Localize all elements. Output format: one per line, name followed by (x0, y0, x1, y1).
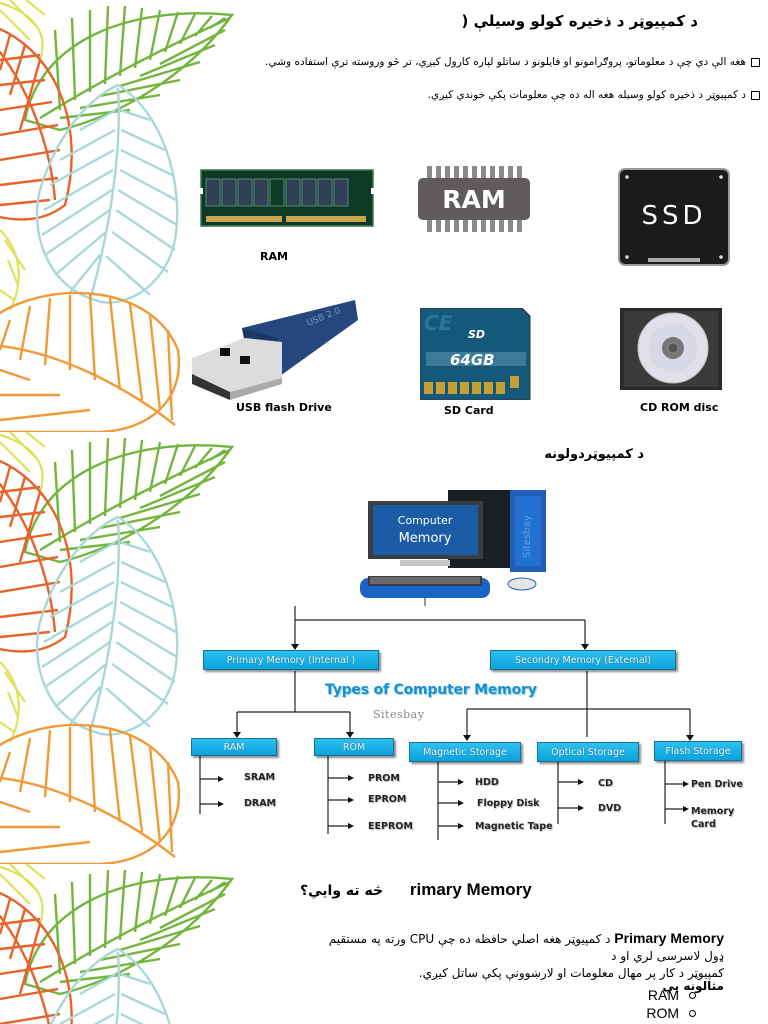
definition-line1: د کمپیوټر هغه اصلي حافظه ده چې CPU ورته … (328, 932, 724, 963)
diagram-item-pen-drive: Pen Drive (691, 779, 743, 790)
optical-storage-box: Optical Storage (537, 742, 639, 762)
diagram-item-dram: DRAM (244, 798, 277, 809)
page-memory-types: د کمپیوټردولونه Sitesbay Computer Memory (0, 432, 768, 864)
sd-card-caption: SD Card (444, 404, 494, 417)
memory-types-connectors (199, 606, 694, 840)
watermark: Sitesbay (373, 708, 425, 721)
secondary-memory-box: Secondry Memory (External) (490, 650, 676, 670)
example-item: RAM (648, 987, 696, 1003)
sd-brand: CE (424, 311, 453, 335)
examples-label: مثالونه یې (662, 979, 724, 993)
diagram-item-floppy-disk: Floppy Disk (477, 798, 540, 809)
flash-storage-box: Flash Storage (654, 741, 742, 761)
ram-box: RAM (191, 738, 277, 756)
circle-bullet-icon (689, 1009, 696, 1017)
diagram-item-memory-card: Memory Card (691, 806, 735, 830)
monitor-text-line2: Memory (399, 531, 452, 546)
cd-rom-caption: CD ROM disc (640, 401, 719, 414)
section-title: څه ته وايي؟ rimary Memory (300, 880, 532, 900)
diagram-item-prom: PROM (368, 773, 400, 784)
magnetic-storage-box: Magnetic Storage (409, 742, 521, 762)
sd-capacity: 64GB (450, 351, 495, 369)
ram-chip-image: RAM (418, 166, 530, 232)
tower-brand: Sitesbay (522, 515, 533, 558)
diagram-item-magnetic-tape: Magnetic Tape (475, 821, 553, 832)
diagram-item-cd: CD (598, 778, 613, 789)
diagram-item-dvd: DVD (598, 803, 622, 814)
primary-memory-definition: Primary Memory د کمپیوټر هغه اصلي حافظه … (324, 930, 724, 982)
sd-type: SD (468, 328, 485, 341)
ssd-label: SSD (641, 201, 706, 231)
primary-memory-box: Primary Memory (Internal ) (203, 650, 379, 670)
bullet-item: هغه الې دي چې د معلوماتو، پروګرامونو او … (265, 56, 760, 68)
bullet-text: هغه الې دي چې د معلوماتو، پروګرامونو او … (265, 56, 746, 68)
usb-caption: USB flash Drive (236, 401, 332, 414)
circle-bullet-icon (689, 991, 696, 999)
page-title: د کمپیوټردولونه (544, 447, 644, 462)
example-text: ROM (646, 1005, 679, 1021)
leaf-decoration (0, 864, 234, 1024)
ssd-image: SSD (618, 168, 730, 266)
diagram-item-sram: SRAM (244, 772, 275, 783)
page-title: د کمپیوټر د ذخیره کولو وسیلې ( (461, 12, 698, 30)
sd-card-image: CE SD 64GB (420, 308, 531, 400)
ram-module-image (200, 169, 374, 227)
definition-term: Primary Memory (614, 930, 724, 946)
diagram-title: Types of Computer Memory (325, 682, 537, 698)
definition-line2: کمپیوټر د کار پر مهال معلومات او لارښوون… (418, 966, 724, 980)
section-title-question: څه ته وايي؟ (300, 883, 384, 899)
computer-illustration: Sitesbay Computer Memory (360, 490, 546, 606)
example-item: ROM (646, 1005, 696, 1021)
ram-chip-label: RAM (442, 185, 505, 214)
rom-box: ROM (314, 738, 394, 756)
square-bullet-icon (751, 90, 760, 100)
section-title-english: rimary Memory (409, 880, 532, 899)
diagram-item-eeprom: EEPROM (368, 821, 413, 832)
example-text: RAM (647, 987, 679, 1003)
ram-caption: RAM (260, 250, 288, 263)
usb-flash-drive-image: USB 2.0 (192, 300, 358, 400)
diagram-item-hdd: HDD (475, 777, 499, 788)
monitor-text-line1: Computer (398, 514, 453, 527)
square-bullet-icon (751, 57, 760, 67)
page-storage-devices: د کمپیوټر د ذخیره کولو وسیلې ( هغه الې د… (0, 0, 768, 432)
bullet-text: د کمپیوټر د ذخیره کولو وسیله هغه اله ده … (427, 89, 746, 101)
cd-rom-disc-image (620, 308, 722, 390)
page-primary-memory: څه ته وايي؟ rimary Memory Primary Memory… (0, 864, 768, 1024)
diagram-item-eprom: EPROM (368, 794, 407, 805)
bullet-item: د کمپیوټر د ذخیره کولو وسیله هغه اله ده … (428, 89, 760, 101)
